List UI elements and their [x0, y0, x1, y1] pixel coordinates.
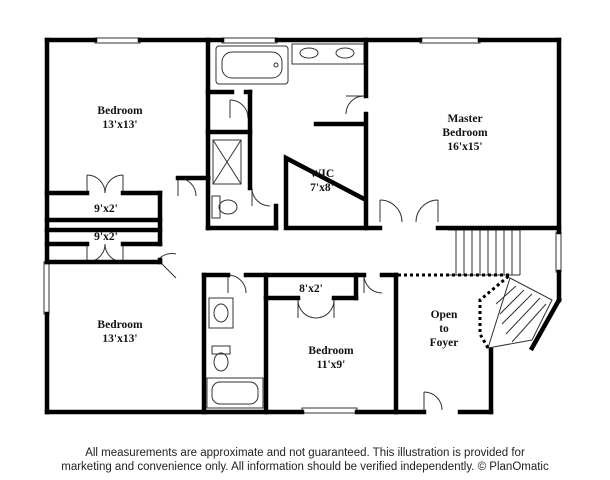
disclaimer-line: All measurements are approximate and not…	[85, 447, 525, 459]
room-size: 11'x9'	[316, 359, 346, 371]
room-name: Master	[447, 113, 483, 125]
room-size: 9'x2'	[94, 231, 118, 243]
room-name: Bedroom	[97, 319, 143, 331]
label-closet-small: 8'x2'	[299, 282, 323, 296]
area-name: to	[439, 323, 449, 335]
walls	[44, 37, 563, 415]
label-master-bedroom: Master Bedroom 16'x15'	[442, 112, 487, 154]
label-wic: WIC 7'x8'	[310, 167, 334, 195]
fixtures	[43, 37, 562, 414]
room-name: WIC	[309, 168, 335, 180]
room-size: 16'x15'	[447, 141, 483, 153]
room-size: 13'x13'	[102, 119, 138, 131]
label-bedroom-bottom-left: Bedroom 13'x13'	[97, 318, 142, 346]
label-bedroom-bottom-center: Bedroom 11'x9'	[308, 344, 353, 372]
label-closet-lower: 9'x2'	[94, 230, 118, 244]
label-closet-upper: 9'x2'	[94, 202, 118, 216]
disclaimer-line: marketing and convenience only. All info…	[61, 461, 549, 473]
room-name: Bedroom	[308, 345, 354, 357]
label-bedroom-top-left: Bedroom 13'x13'	[97, 104, 142, 132]
room-name: Bedroom	[442, 127, 488, 139]
room-size: 7'x8'	[310, 182, 334, 194]
area-name: Open	[430, 309, 458, 321]
room-size: 13'x13'	[102, 333, 138, 345]
area-name: Foyer	[429, 337, 459, 349]
room-name: Bedroom	[97, 105, 143, 117]
label-open-to-foyer: Open to Foyer	[430, 308, 459, 350]
foyer-railing	[398, 273, 515, 349]
room-size: 8'x2'	[299, 283, 323, 295]
room-size: 9'x2'	[94, 203, 118, 215]
disclaimer: All measurements are approximate and not…	[0, 446, 610, 474]
